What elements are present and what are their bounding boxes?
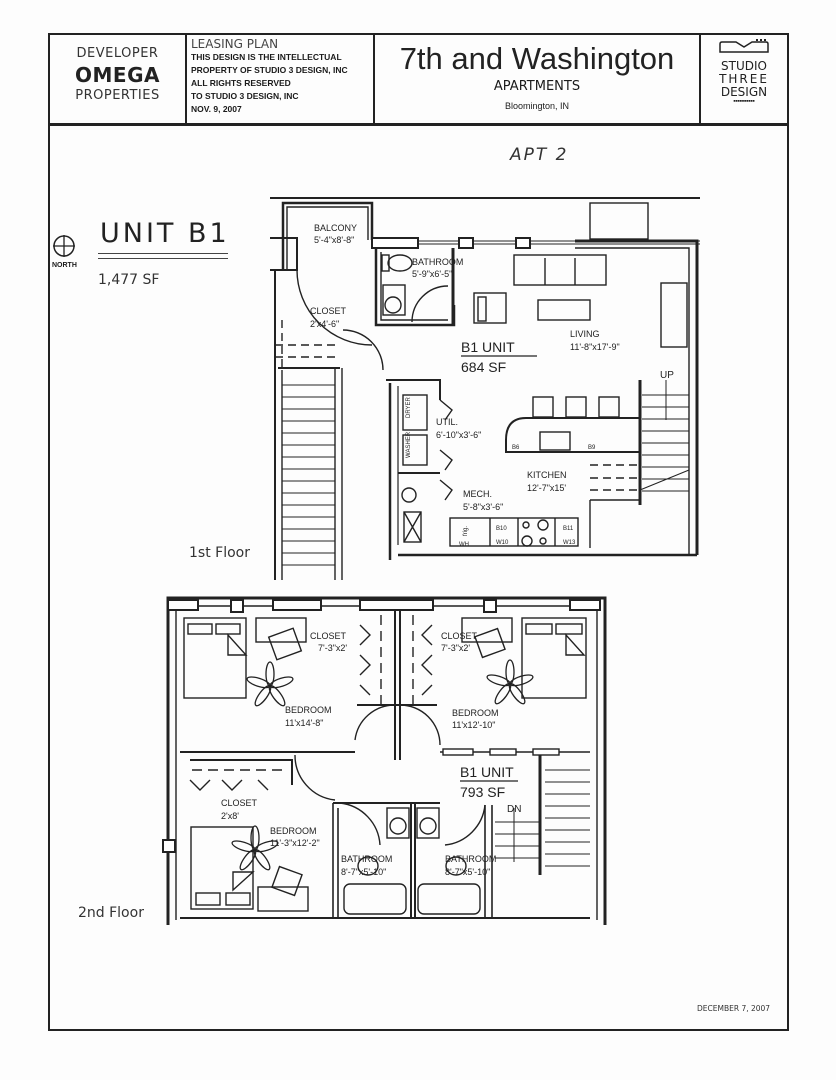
title-block: DEVELOPER OMEGA PROPERTIES LEASING PLAN … [50, 35, 787, 126]
appliance-label: B6 [512, 445, 520, 451]
room-dims: 5'-8"x3'-6" [463, 502, 503, 512]
appliance-label: W13 [563, 540, 576, 546]
leasing-line: TO STUDIO 3 DESIGN, INC [191, 91, 299, 101]
unit-title-underline [98, 258, 228, 259]
appliance-label: WH [459, 542, 469, 548]
room-dims: 11'-8"x17'-9" [570, 342, 620, 352]
architect-line: DESIGN [720, 85, 768, 99]
ceiling-fan-icon [231, 659, 534, 871]
footer-date: DECEMBER 7, 2007 [697, 1004, 771, 1013]
developer-cell: DEVELOPER OMEGA PROPERTIES [50, 35, 187, 123]
room-name: UTIL. [436, 417, 458, 427]
room-dims: 7'-3"x2' [441, 643, 470, 653]
handwritten-apt-note: APT 2 [510, 145, 569, 165]
room-name: KITCHEN [527, 470, 567, 480]
unit-total-area: 1,477 SF [98, 272, 160, 288]
room-dims: 2'x4'-6" [310, 319, 339, 329]
room-name: BEDROOM [452, 708, 499, 718]
room-name: MECH. [463, 489, 492, 499]
project-location: Bloomington, IN [504, 101, 570, 111]
room-name: CLOSET [310, 631, 347, 641]
architect-line: STUDIO [721, 59, 767, 73]
project-type: APARTMENTS [493, 79, 581, 94]
room-dims: 5'-4"x8'-8" [314, 235, 354, 245]
room-name: BEDROOM [270, 826, 317, 836]
project-name: 7th and Washington [399, 41, 675, 76]
appliance-label: frig. [463, 526, 469, 536]
room-name: CLOSET [441, 631, 478, 641]
leasing-line: ALL RIGHTS RESERVED [191, 78, 291, 88]
developer-sub: PROPERTIES [75, 88, 160, 103]
leasing-line: PROPERTY OF STUDIO 3 DESIGN, INC [191, 65, 348, 75]
appliance-label: WASHER [406, 431, 412, 458]
room-dims: 8'-7"x5'-10" [341, 867, 386, 877]
room-name: CLOSET [310, 306, 347, 316]
room-dims: 8'-7"x5'-10" [445, 867, 490, 877]
room-dims: 11'x14'-8" [285, 718, 324, 728]
room-dims: 11'-3"x12'-2" [270, 838, 320, 848]
plan-sheet: DEVELOPER OMEGA PROPERTIES LEASING PLAN … [48, 33, 789, 1031]
architect-line: THREE [719, 72, 769, 86]
leasing-heading: LEASING PLAN [191, 37, 279, 51]
room-dims: 12'-7"x15' [527, 483, 566, 493]
stair-down-label: DN [507, 804, 521, 815]
room-dims: 11'x12'-10" [452, 720, 496, 730]
architect-logo: STUDIO THREE DESIGN ■■■■■■■■■■ [701, 35, 787, 123]
studio-logo-icon [719, 39, 769, 53]
room-dims: 2'x8' [221, 811, 239, 821]
unit-title-underline [98, 253, 228, 254]
appliance-label: B10 [496, 526, 507, 532]
unit-area-2nd: 793 SF [460, 784, 505, 800]
room-name: BEDROOM [285, 705, 332, 715]
appliance-label: W10 [496, 540, 509, 546]
room-name: LIVING [570, 329, 600, 339]
north-label: NORTH [52, 262, 77, 269]
project-cell: 7th and Washington APARTMENTS Bloomingto… [375, 35, 701, 123]
room-name: BATHROOM [341, 854, 392, 864]
unit-label-1st: B1 UNIT [461, 339, 515, 355]
unit-title: UNIT B1 [100, 218, 230, 249]
room-name: CLOSET [221, 798, 258, 808]
leasing-line: THIS DESIGN IS THE INTELLECTUAL [191, 52, 342, 62]
room-dims: 5'-9"x6'-5" [412, 269, 452, 279]
developer-name: OMEGA [75, 63, 160, 87]
unit-area-1st: 684 SF [461, 359, 506, 375]
appliance-label: DRYER [406, 396, 412, 418]
unit-label-2nd: B1 UNIT [460, 764, 514, 780]
floor-label-1st: 1st Floor [189, 545, 250, 561]
room-dims: 6'-10"x3'-6" [436, 430, 481, 440]
appliance-label: B11 [563, 526, 574, 532]
room-name: BATHROOM [445, 854, 496, 864]
developer-label: DEVELOPER [76, 46, 159, 61]
north-arrow-icon [53, 235, 75, 257]
architect-fineprint: ■■■■■■■■■■ [733, 99, 755, 103]
stair-up-label: UP [660, 370, 674, 381]
leasing-line: NOV. 9, 2007 [191, 104, 242, 114]
floor-label-2nd: 2nd Floor [78, 905, 144, 921]
room-name: BALCONY [314, 223, 357, 233]
room-dims: 7'-3"x2' [318, 643, 347, 653]
room-name: BATHROOM [412, 257, 463, 267]
appliance-label: B9 [588, 445, 596, 451]
leasing-cell: LEASING PLAN THIS DESIGN IS THE INTELLEC… [187, 35, 375, 123]
